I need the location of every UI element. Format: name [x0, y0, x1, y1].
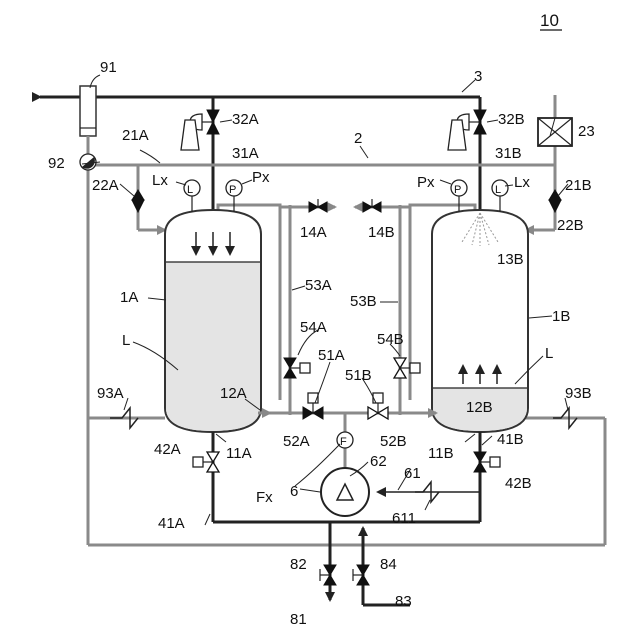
- label-91: 91: [100, 59, 117, 76]
- gauge-P-A-text: P: [229, 184, 236, 196]
- figure-number: 10: [540, 11, 559, 30]
- check-valve-21A-icon: [132, 190, 144, 212]
- valve-42A-icon: [193, 452, 219, 472]
- label-52A: 52A: [283, 433, 310, 450]
- pump-6-icon: [321, 468, 369, 516]
- valve-84-icon: [353, 565, 369, 585]
- valve-52B-icon: [368, 393, 388, 419]
- label-84: 84: [380, 556, 397, 573]
- label-21B: 21B: [565, 177, 592, 194]
- label-32B: 32B: [498, 111, 525, 128]
- label-Px-B: Px: [417, 174, 435, 191]
- label-Lx-B: Lx: [514, 174, 530, 191]
- label-31A: 31A: [232, 145, 259, 162]
- label-14B: 14B: [368, 224, 395, 241]
- label-31B: 31B: [495, 145, 522, 162]
- label-83: 83: [395, 593, 412, 610]
- label-41B: 41B: [497, 431, 524, 448]
- label-12A: 12A: [220, 385, 247, 402]
- label-L-A: L: [122, 332, 130, 349]
- label-32A: 32A: [232, 111, 259, 128]
- label-Fx: Fx: [256, 489, 273, 506]
- label-51A: 51A: [318, 347, 345, 364]
- gauge-F-text: F: [340, 436, 347, 448]
- label-82: 82: [290, 556, 307, 573]
- label-53A: 53A: [305, 277, 332, 294]
- label-92: 92: [48, 155, 65, 172]
- label-93A: 93A: [97, 385, 124, 402]
- label-2: 2: [354, 130, 362, 147]
- label-611: 611: [392, 510, 416, 527]
- label-12B: 12B: [466, 399, 493, 416]
- label-21A: 21A: [122, 127, 149, 144]
- label-41A: 41A: [158, 515, 185, 532]
- label-L-B: L: [545, 345, 553, 362]
- main-pipe-3: [40, 97, 480, 212]
- label-61: 61: [404, 465, 421, 482]
- label-Lx-A: Lx: [152, 172, 168, 189]
- label-62: 62: [370, 453, 387, 470]
- label-11B: 11B: [428, 445, 454, 462]
- gauge-L-B-text: L: [495, 184, 501, 196]
- label-1A: 1A: [120, 289, 138, 306]
- label-14A: 14A: [300, 224, 327, 241]
- label-23: 23: [578, 123, 595, 140]
- label-Px-A: Px: [252, 169, 270, 186]
- label-52B: 52B: [380, 433, 407, 450]
- gauge-92-icon: [80, 154, 96, 170]
- label-22B: 22B: [557, 217, 584, 234]
- gauge-L-A-text: L: [187, 184, 193, 196]
- label-13B: 13B: [497, 251, 524, 268]
- label-3: 3: [474, 68, 482, 85]
- label-81: 81: [290, 611, 307, 628]
- label-53B: 53B: [350, 293, 377, 310]
- label-6: 6: [290, 483, 298, 500]
- vent-filter-91: [80, 86, 96, 136]
- label-42B: 42B: [505, 475, 532, 492]
- label-51B: 51B: [345, 367, 372, 384]
- label-42A: 42A: [154, 441, 181, 458]
- check-valve-21B-icon: [549, 190, 561, 212]
- gauge-P-B-text: P: [454, 184, 461, 196]
- label-54B: 54B: [377, 331, 404, 348]
- valve-54B-icon: [394, 358, 420, 378]
- label-54A: 54A: [300, 319, 327, 336]
- label-1B: 1B: [552, 308, 570, 325]
- valve-42B-icon: [474, 452, 500, 472]
- heater-23-icon: [538, 118, 572, 146]
- label-22A: 22A: [92, 177, 119, 194]
- valve-54A-icon: [284, 358, 310, 378]
- valve-52A-icon: [303, 393, 323, 419]
- label-93B: 93B: [565, 385, 592, 402]
- valve-82-icon: [320, 565, 336, 585]
- label-11A: 11A: [226, 445, 252, 462]
